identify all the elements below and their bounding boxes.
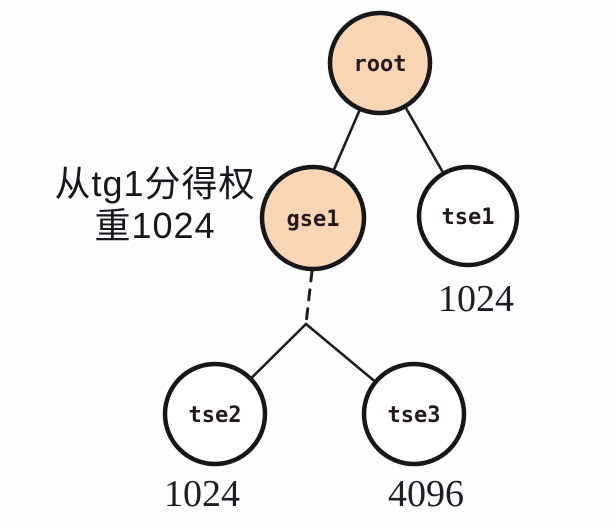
node-tse1-label: tse1 <box>442 205 495 230</box>
node-tse2-circle <box>162 361 268 467</box>
weight-tse2: 1024 <box>164 473 240 515</box>
node-tse3-circle <box>361 361 467 467</box>
node-tse1-circle <box>416 164 520 268</box>
node-gse1-circle <box>259 164 367 272</box>
edge-gse1-branch-dashed <box>304 269 314 326</box>
weight-tse3: 4096 <box>388 473 464 515</box>
annotation-gse1-weight: 从tg1分得权 重1024 <box>36 163 274 247</box>
node-root-label: root <box>354 52 407 77</box>
node-root-circle <box>327 10 433 116</box>
node-tse2-label: tse2 <box>189 403 242 428</box>
weight-tse1: 1024 <box>438 278 514 320</box>
node-gse1-label: gse1 <box>287 207 340 232</box>
annotation-line-2: 重1024 <box>94 205 216 246</box>
node-tse3-label: tse3 <box>388 403 441 428</box>
annotation-line-1: 从tg1分得权 <box>54 163 256 204</box>
